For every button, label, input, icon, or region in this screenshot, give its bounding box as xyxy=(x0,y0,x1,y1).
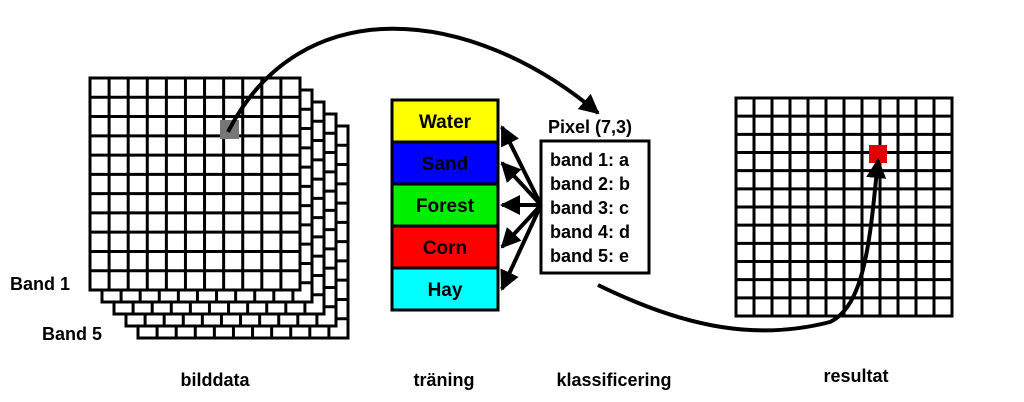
pixel-band-value: band 2: b xyxy=(550,174,630,194)
arrow-to-hay xyxy=(500,204,543,291)
training-class-label: Forest xyxy=(416,196,475,217)
pixel-band-value: band 3: c xyxy=(550,198,629,218)
training-class-hay xyxy=(390,266,500,312)
classification-arrows xyxy=(500,125,543,291)
arrow-to-corn xyxy=(500,203,543,249)
training-class-label: Corn xyxy=(423,238,467,259)
training-class-sand xyxy=(390,140,500,186)
arrow-feature-box-to-result xyxy=(597,158,887,333)
result-grid xyxy=(734,96,954,318)
pixel-title: Pixel (7,3) xyxy=(548,117,632,137)
caption-image-data: bilddata xyxy=(180,370,250,390)
pixel-band-value: band 5: e xyxy=(550,246,629,266)
caption-classification: klassificering xyxy=(556,370,671,390)
arrow-to-water xyxy=(500,125,543,206)
band-first-label: Band 1 xyxy=(10,274,70,294)
band-stack xyxy=(88,76,350,340)
training-class-label: Sand xyxy=(422,154,468,175)
grid-frame xyxy=(88,76,302,292)
arrow-to-sand xyxy=(500,161,543,207)
training-class-corn xyxy=(390,224,500,270)
training-class-label: Water xyxy=(419,112,472,133)
arrow-pixel-to-feature-box xyxy=(226,26,600,133)
training-class-label: Hay xyxy=(428,280,463,301)
caption-result: resultat xyxy=(823,366,888,386)
band-1-grid xyxy=(88,76,302,292)
pixel-band-value: band 4: d xyxy=(550,222,630,242)
pixel-band-values: band 1: a band 2: b band 3: c band 4: d band… xyxy=(550,150,630,266)
pixel-band-value: band 1: a xyxy=(550,150,630,170)
training-class-forest xyxy=(390,182,500,228)
band-last-label: Band 5 xyxy=(42,324,102,344)
caption-training: träning xyxy=(414,370,475,390)
